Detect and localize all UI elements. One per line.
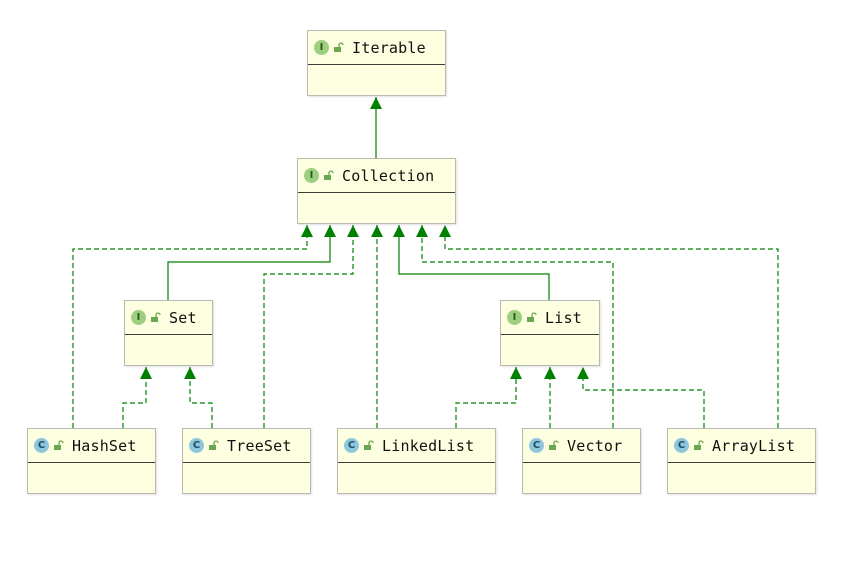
node-linkedlist[interactable]: C LinkedList: [337, 428, 496, 494]
node-name: Collection: [342, 166, 435, 185]
class-badge-icon: C: [674, 438, 689, 453]
node-name: Vector: [567, 436, 623, 455]
node-list[interactable]: I List: [500, 300, 600, 366]
node-iterable[interactable]: I Iterable: [307, 30, 446, 96]
node-header: C ArrayList: [668, 429, 815, 463]
node-name: LinkedList: [382, 436, 475, 455]
node-header: I Set: [125, 301, 212, 335]
node-arraylist[interactable]: C ArrayList: [667, 428, 816, 494]
open-lock-icon: [151, 312, 161, 322]
edge-treeset-to-set: [184, 367, 213, 428]
node-header: C TreeSet: [183, 429, 310, 463]
open-lock-icon: [324, 170, 334, 180]
edge-arraylist-to-list: [577, 367, 705, 428]
interface-badge-icon: I: [314, 40, 329, 55]
node-collection[interactable]: I Collection: [297, 158, 456, 224]
node-treeset[interactable]: C TreeSet: [182, 428, 311, 494]
class-badge-icon: C: [529, 438, 544, 453]
interface-badge-icon: I: [304, 168, 319, 183]
open-lock-icon: [694, 440, 704, 450]
edge-list-to-collection: [393, 225, 550, 300]
interface-badge-icon: I: [507, 310, 522, 325]
edge-hashset-to-collection: [72, 225, 313, 428]
node-vector[interactable]: C Vector: [522, 428, 641, 494]
node-header: C Vector: [523, 429, 640, 463]
edge-hashset-to-set: [122, 367, 152, 428]
node-name: HashSet: [72, 436, 137, 455]
open-lock-icon: [334, 42, 344, 52]
edge-arraylist-to-collection: [439, 225, 779, 428]
edge-vector-to-collection: [416, 225, 614, 428]
node-name: TreeSet: [227, 436, 292, 455]
node-name: List: [545, 308, 582, 327]
node-header: C HashSet: [28, 429, 155, 463]
node-header: I List: [501, 301, 599, 335]
node-header: I Collection: [298, 159, 455, 193]
node-header: I Iterable: [308, 31, 445, 65]
edge-linkedlist-to-list: [455, 367, 522, 428]
class-badge-icon: C: [34, 438, 49, 453]
node-header: C LinkedList: [338, 429, 495, 463]
node-name: Iterable: [352, 38, 426, 57]
edge-treeset-to-collection: [263, 225, 359, 428]
edge-set-to-collection: [167, 225, 336, 300]
open-lock-icon: [54, 440, 64, 450]
node-name: ArrayList: [712, 436, 796, 455]
open-lock-icon: [364, 440, 374, 450]
node-name: Set: [169, 308, 197, 327]
open-lock-icon: [209, 440, 219, 450]
node-hashset[interactable]: C HashSet: [27, 428, 156, 494]
interface-badge-icon: I: [131, 310, 146, 325]
open-lock-icon: [549, 440, 559, 450]
class-badge-icon: C: [344, 438, 359, 453]
node-set[interactable]: I Set: [124, 300, 213, 366]
class-badge-icon: C: [189, 438, 204, 453]
open-lock-icon: [527, 312, 537, 322]
